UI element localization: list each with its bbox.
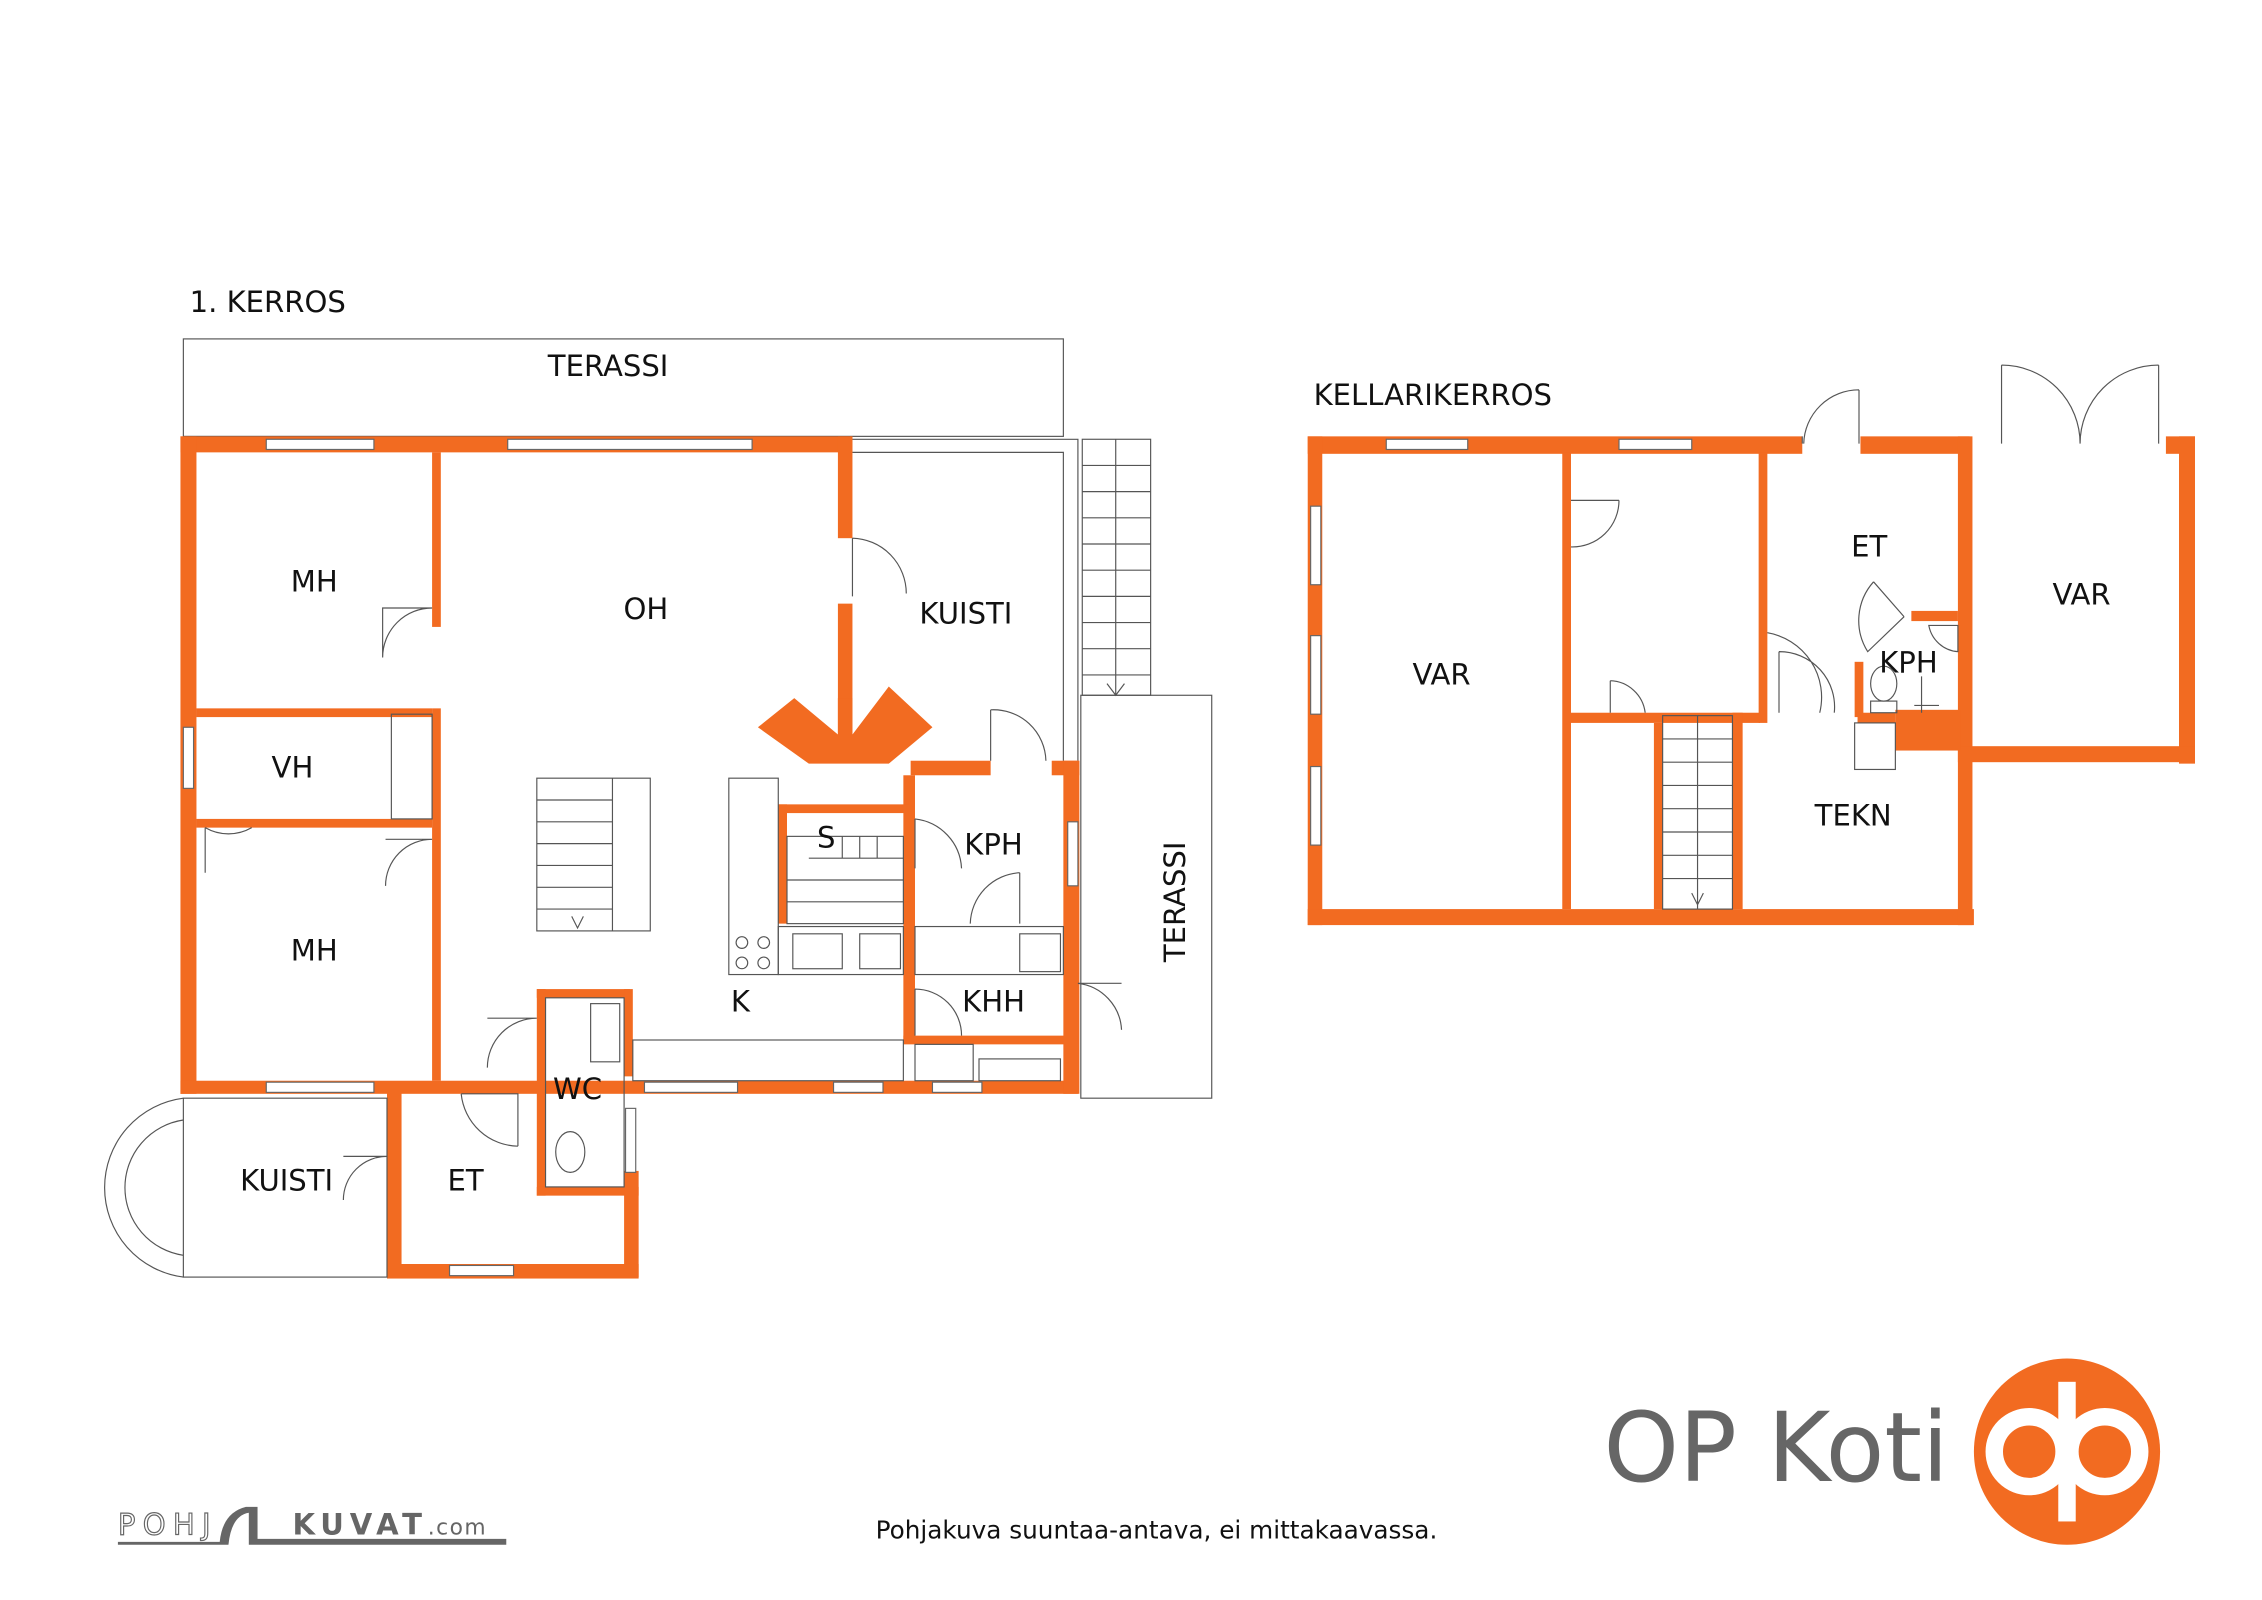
basement-stairs: [1662, 715, 1734, 910]
room-label-var: VAR: [1412, 657, 1470, 691]
kitchen-fixtures: [390, 713, 1064, 1188]
room-label-et: ET: [1851, 529, 1887, 563]
room-label-vh: VH: [272, 750, 314, 784]
floor-1-doors: [204, 537, 1123, 1201]
room-label-k: K: [731, 985, 751, 1019]
basement-windows: [1310, 438, 1693, 846]
room-label-kuisti: KUISTI: [919, 596, 1012, 630]
floor-1-plan: 1. KERROS: [104, 285, 1213, 1279]
floor-1-stairs: [536, 777, 904, 932]
floor-1-title: 1. KERROS: [190, 285, 346, 319]
op-logo: [1973, 1358, 2161, 1545]
room-label-et: ET: [447, 1164, 483, 1198]
terrace-side: [1080, 694, 1213, 1099]
basement-title: KELLARIKERROS: [1314, 378, 1552, 412]
room-label-tekn: TEKN: [1814, 798, 1892, 832]
pohjakuvat-logo: POHJ KUVAT.com: [117, 1506, 507, 1545]
outdoor-stairs: [1081, 438, 1152, 697]
room-label-var: VAR: [2052, 577, 2110, 611]
basement-doors: [1570, 364, 2160, 771]
room-label-mh: MH: [291, 564, 338, 598]
room-label-khh: KHH: [962, 985, 1025, 1019]
floor-1-windows: [182, 438, 1079, 1277]
room-label-s: S: [817, 820, 835, 854]
lower-porch: [104, 1097, 388, 1278]
room-label-oh: OH: [624, 592, 669, 626]
room-label-terassi: TERASSI: [547, 349, 669, 383]
room-label-kph: KPH: [1879, 646, 1937, 680]
room-label-kuisti: KUISTI: [240, 1164, 333, 1198]
room-label-mh: MH: [291, 934, 338, 968]
room-label-wc: WC: [553, 1072, 602, 1106]
basement-plan: KELLARIKERROS: [1307, 364, 2195, 926]
room-label-kph: KPH: [964, 828, 1022, 862]
disclaimer-text: Pohjakuva suuntaa-antava, ei mittakaavas…: [876, 1516, 1438, 1545]
room-label-terassi-side: TERASSI: [1158, 842, 1192, 964]
svg-text:POHJ: POHJ: [118, 1508, 218, 1542]
op-koti-brand: OP Koti: [1603, 1392, 1948, 1504]
svg-text:KUVAT.com: KUVAT.com: [292, 1508, 487, 1542]
